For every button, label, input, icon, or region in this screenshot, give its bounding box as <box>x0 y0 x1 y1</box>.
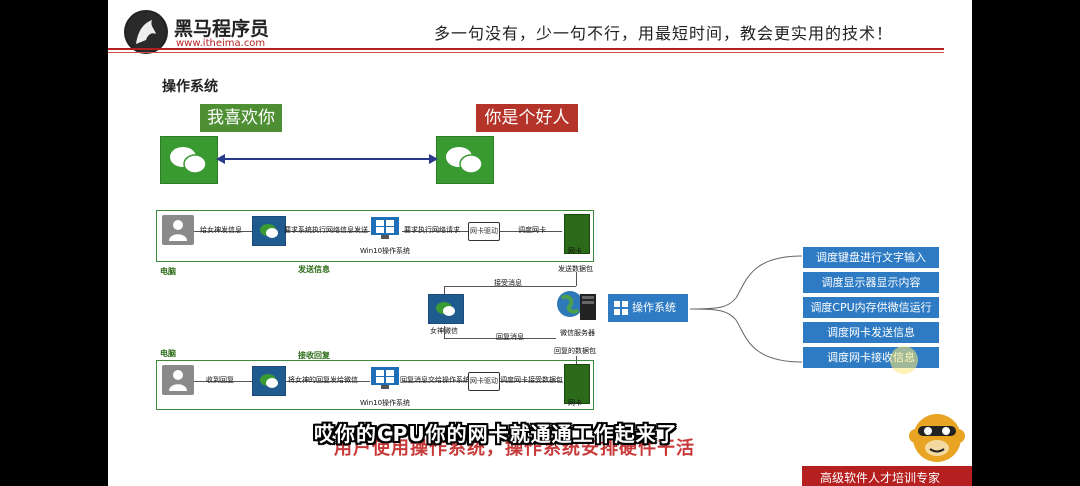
footer-tagline: 高级软件人才培训专家 <box>820 471 941 485</box>
arrow-line <box>576 272 577 286</box>
logo-text: 黑马程序员 <box>174 18 270 40</box>
logo-url: www.itheima.com <box>176 38 266 49</box>
arrow-line <box>402 231 468 232</box>
double-arrow-icon <box>216 154 438 164</box>
header-rule-thin <box>108 52 944 53</box>
nic-driver-icon: 网卡驱动 <box>468 222 500 241</box>
monkey-mascot-icon <box>909 414 965 462</box>
user-silhouette-icon <box>169 220 187 241</box>
reply-msg-label: 回复消息 <box>496 333 524 341</box>
wechat-icon <box>428 294 464 324</box>
arrow-line <box>286 381 370 382</box>
step-label: 回复消息交给操作系统 <box>400 376 470 384</box>
os-function-item: 调度网卡发送信息 <box>803 322 939 343</box>
send-packet-label: 发送数据包 <box>558 265 593 273</box>
left-chat-bubble: 我喜欢你 <box>200 104 282 140</box>
network-card-icon <box>564 214 590 254</box>
logo <box>124 10 168 54</box>
step-label: 调度网卡接受数据包 <box>500 376 563 384</box>
horse-logo-icon <box>126 12 166 52</box>
reply-packet-label: 回复的数据包 <box>554 347 596 355</box>
wechat-icon <box>252 366 286 396</box>
step-label: 要求系统执行网络信息发送 <box>284 226 368 234</box>
user-silhouette-icon <box>169 370 187 391</box>
card-label: 网卡 <box>568 399 582 407</box>
step-label: 收到回复 <box>206 376 234 384</box>
slide: 黑马程序员 www.itheima.com 多一句没有，少一句不行，用最短时间，… <box>108 0 972 486</box>
subtitle-line1: 哎你的CPU你的网卡就通通工作起来了 <box>314 422 678 446</box>
arrow-line <box>444 326 445 338</box>
server-icon <box>557 291 596 320</box>
step-label: 给女神发信息 <box>200 226 242 234</box>
arrow-line <box>444 286 445 294</box>
arrow-line <box>576 356 577 370</box>
win-label: Win10操作系统 <box>360 399 411 407</box>
computer-label: 电脑 <box>160 267 176 276</box>
os-box: 操作系统 <box>608 294 688 322</box>
card-label: 网卡 <box>568 247 582 255</box>
windows-icon <box>370 216 400 240</box>
receive-flow-box <box>156 360 594 410</box>
arrow-line <box>444 286 576 287</box>
arrow-line <box>194 381 252 382</box>
arrow-line <box>500 381 562 382</box>
section-title: 操作系统 <box>162 79 218 95</box>
arrow-line <box>286 231 370 232</box>
os-box-label: 操作系统 <box>632 301 676 314</box>
slogan: 多一句没有，少一句不行，用最短时间，教会更实用的技术！ <box>434 24 894 43</box>
os-function-item: 调度键盘进行文字输入 <box>803 247 939 268</box>
step-label: 将女神的回复发给微信 <box>288 376 358 384</box>
windows-icon <box>370 366 400 390</box>
os-function-item: 调度CPU内存供微信运行 <box>803 297 939 318</box>
wechat-icon <box>252 216 286 246</box>
send-flow-box <box>156 210 594 262</box>
win-label: Win10操作系统 <box>360 247 411 255</box>
computer-label: 电脑 <box>160 349 176 358</box>
windows-icon <box>614 301 628 315</box>
step-label: 要求执行网络请求 <box>404 226 460 234</box>
step-label: 调度网卡 <box>518 226 546 234</box>
right-chat-bubble: 你是个好人 <box>476 104 578 140</box>
arrow-line <box>444 338 556 339</box>
arrow-line <box>402 381 468 382</box>
os-function-item: 调度显示器显示内容 <box>803 272 939 293</box>
arrow-line <box>500 231 562 232</box>
os-function-item: 调度网卡接收信息 <box>803 347 939 368</box>
header-rule <box>108 48 944 50</box>
wechat-icon <box>436 136 494 184</box>
subtitle-line2: 用户使用操作系统，操作系统安排硬件干活 <box>334 438 695 459</box>
footer-bar <box>802 466 972 486</box>
nic-driver-icon: 网卡驱动 <box>468 372 500 391</box>
cursor-highlight <box>890 346 918 374</box>
wechat-icon <box>160 136 218 184</box>
arrow-line <box>194 231 252 232</box>
network-card-icon <box>564 364 590 404</box>
receive-label: 接收回复 <box>298 351 330 360</box>
send-label: 发送信息 <box>298 265 330 274</box>
brace-connector <box>689 255 803 363</box>
server-label: 微信服务器 <box>560 329 595 337</box>
receive-msg-label: 接受消息 <box>494 279 522 287</box>
